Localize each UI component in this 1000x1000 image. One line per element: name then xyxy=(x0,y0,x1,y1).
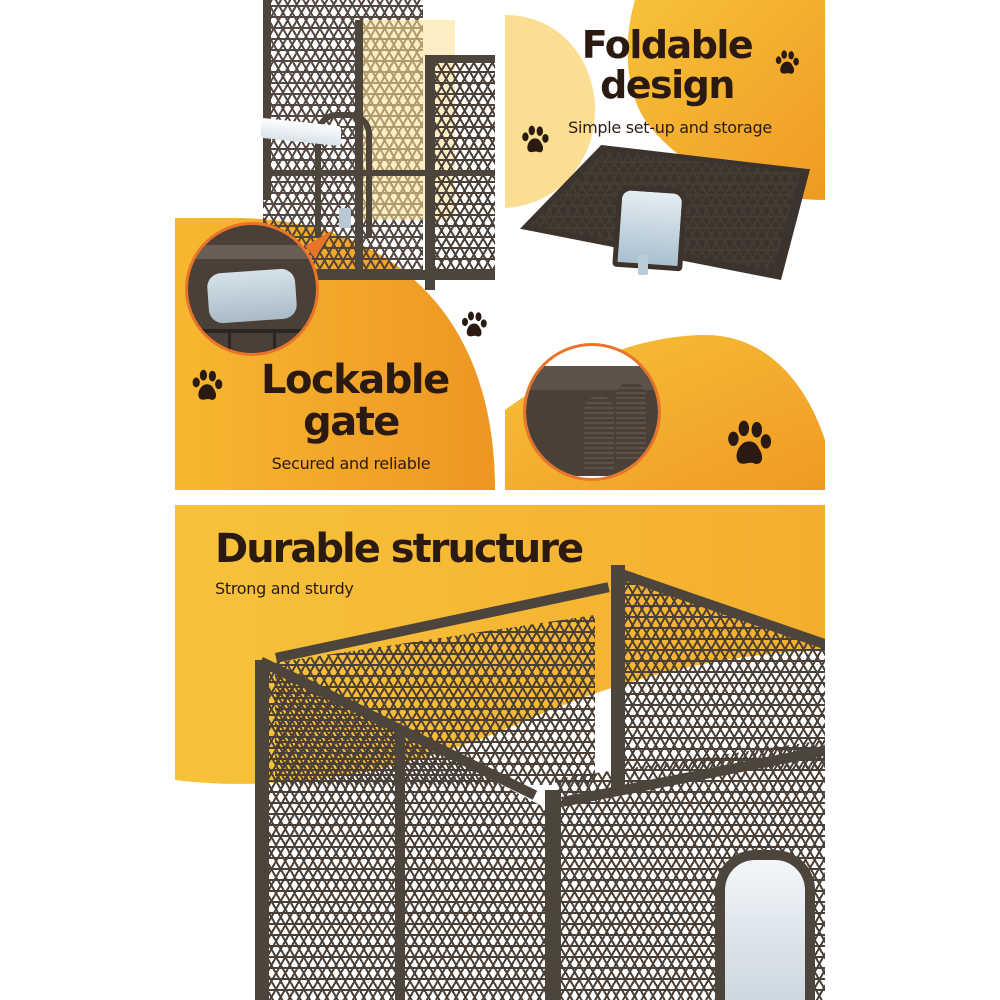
foldable-title-line1: Foldable xyxy=(581,23,754,67)
paw-icon xyxy=(728,420,772,464)
paw-icon xyxy=(775,50,799,74)
lockable-title-line2: gate xyxy=(303,399,400,445)
durable-structure-panel: Durable structure Strong and sturdy xyxy=(175,505,825,1000)
hinge-closeup-image xyxy=(523,343,661,481)
durable-title: Durable structure xyxy=(215,526,584,572)
folded-panels-image xyxy=(520,145,810,280)
fence-gate-image xyxy=(255,0,495,290)
lockable-gate-panel: Lockable gate Secured and reliable xyxy=(175,0,495,490)
lockable-subtitle: Secured and reliable xyxy=(271,454,431,473)
durable-subtitle: Strong and sturdy xyxy=(215,579,354,598)
paw-icon xyxy=(462,311,487,337)
lock-closeup-image xyxy=(185,222,319,356)
paw-icon xyxy=(192,369,223,400)
foldable-design-panel: Foldable design Simple set-up and storag… xyxy=(505,0,825,490)
paw-icon xyxy=(522,125,549,153)
callout-pointer xyxy=(305,230,333,258)
foldable-title-line2: design xyxy=(600,63,735,107)
lockable-title-line1: Lockable xyxy=(261,357,450,403)
foldable-subtitle: Simple set-up and storage xyxy=(568,118,772,137)
playpen-image xyxy=(245,565,825,1000)
